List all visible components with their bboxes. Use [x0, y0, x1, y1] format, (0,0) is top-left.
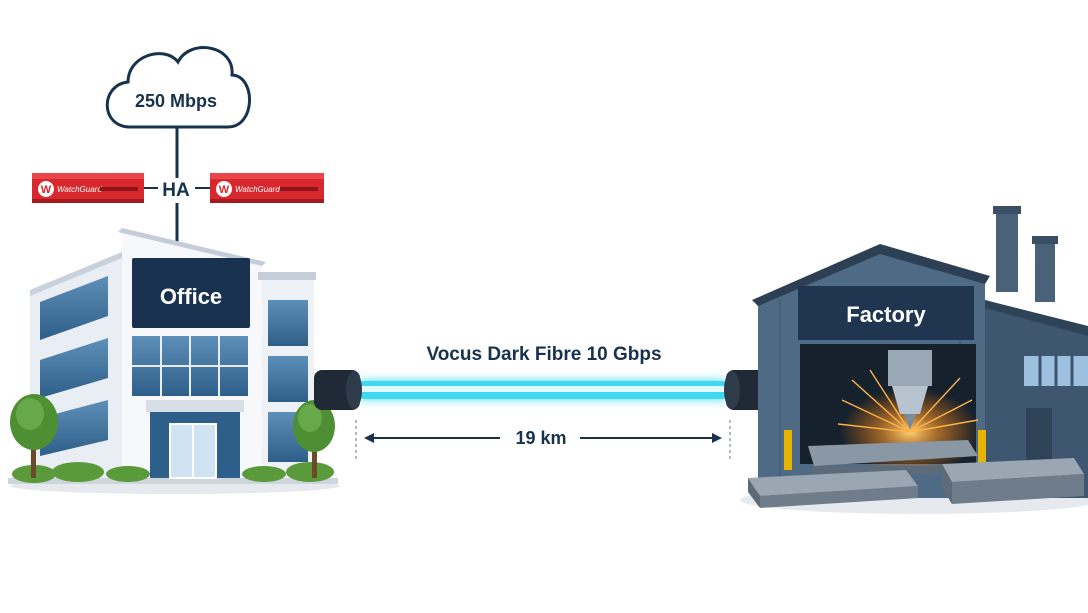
internet-cloud: 250 Mbps [105, 46, 251, 129]
tree-icon [10, 394, 58, 478]
tree-icon [293, 400, 335, 478]
factory-label: Factory [846, 302, 926, 327]
firewall-brand-label: WatchGuard [235, 185, 280, 194]
steel-plates-right [942, 458, 1084, 504]
svg-text:W: W [219, 184, 230, 196]
office-building: Office [8, 228, 340, 494]
svg-text:W: W [41, 184, 52, 196]
internet-bandwidth-label: 250 Mbps [135, 91, 217, 111]
fibre-link: Vocus Dark Fibre 10 Gbps 19 km [314, 344, 772, 462]
watchguard-logo-icon [38, 181, 54, 197]
firewall-right: W WatchGuard [210, 173, 324, 203]
laser-cutter-icon [888, 350, 932, 430]
chimney [1035, 238, 1055, 302]
steel-plates-left [748, 470, 918, 508]
ha-label: HA [162, 180, 190, 201]
watchguard-logo-icon [216, 181, 232, 197]
fibre-link-label: Vocus Dark Fibre 10 Gbps [426, 344, 661, 365]
factory-building: Factory [740, 206, 1088, 514]
cloud-icon [105, 46, 251, 129]
factory-sign [798, 286, 974, 340]
firewall-brand-label: WatchGuard [57, 185, 102, 194]
office-label: Office [160, 284, 222, 309]
office-sign [132, 258, 250, 328]
firewall-left: W WatchGuard [32, 173, 144, 203]
distance-label: 19 km [515, 428, 566, 448]
chimney [996, 208, 1018, 292]
